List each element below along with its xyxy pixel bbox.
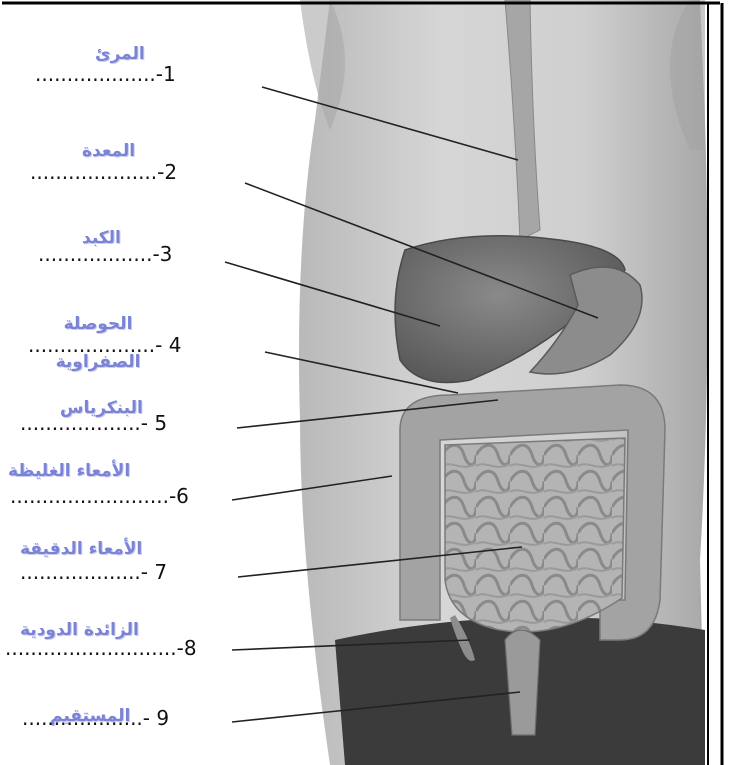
item-number: -3 — [152, 242, 172, 266]
item-number: - 9 — [143, 706, 169, 730]
answer-blank: ................... — [20, 411, 141, 435]
answer-row-6: .........................-6 — [10, 484, 189, 508]
item-number: -1 — [156, 62, 176, 86]
answer-blank: .................. — [38, 242, 152, 266]
answer-blank: ................... — [35, 62, 156, 86]
item-number: -2 — [157, 160, 177, 184]
item-number: - 4 — [155, 333, 181, 357]
label-stomach: المعدة — [82, 141, 135, 161]
label-esophagus: المرئ — [95, 44, 145, 64]
answer-blank: ................... — [20, 560, 141, 584]
answer-row-8: ...........................-8 — [5, 636, 197, 660]
answer-blank: ................... — [22, 706, 143, 730]
answer-blank: .................... — [28, 333, 155, 357]
answer-row-2: ....................-2 — [30, 160, 177, 184]
small-intestine-shape — [445, 438, 625, 632]
answer-blank: .................... — [30, 160, 157, 184]
answer-row-4: ....................- 4 — [28, 333, 181, 357]
item-number: - 7 — [141, 560, 167, 584]
answer-blank: ......................... — [10, 484, 169, 508]
answer-blank: ........................... — [5, 636, 177, 660]
item-number: - 5 — [141, 411, 167, 435]
item-number: -8 — [177, 636, 197, 660]
answer-row-1: ...................-1 — [35, 62, 176, 86]
answer-row-5: ...................- 5 — [20, 411, 167, 435]
label-large-intestine: الأمعاء الغليظة — [8, 461, 130, 481]
answer-row-9: ...................- 9 — [22, 706, 169, 730]
answer-row-7: ...................- 7 — [20, 560, 167, 584]
rectum-shape — [505, 630, 540, 735]
label-small-intestine: الأمعاء الدقيقة — [20, 539, 142, 559]
answer-row-3: ..................-3 — [38, 242, 172, 266]
item-number: -6 — [169, 484, 189, 508]
